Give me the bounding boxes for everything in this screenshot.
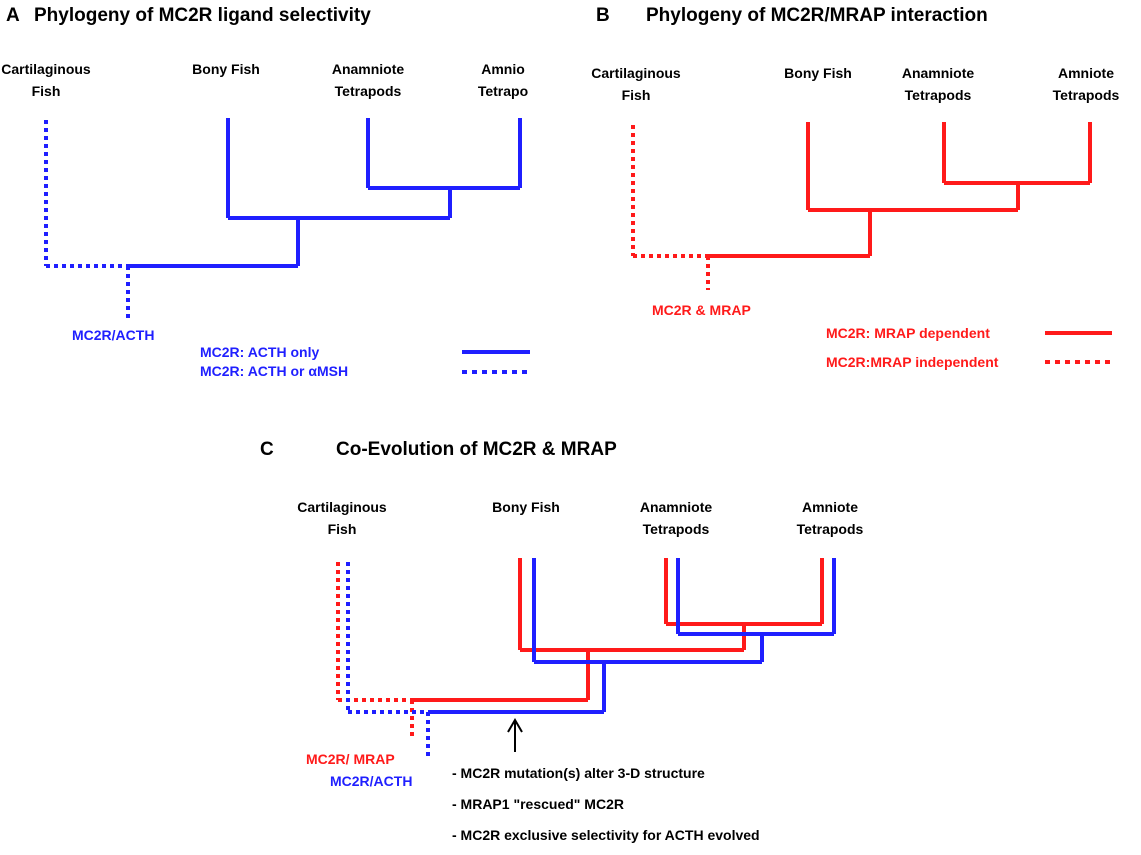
panel-a-legend-dotted-label: MC2R: ACTH or αMSH bbox=[200, 363, 349, 379]
panel-c-taxon-amniote-tetrapods: Amniote Tetrapods bbox=[796, 499, 864, 537]
panel-b-legend-solid-label: MC2R: MRAP dependent bbox=[826, 325, 990, 341]
panel-a-taxon-bony-fish: Bony Fish bbox=[192, 61, 260, 77]
panel-c-root-label-red: MC2R/ MRAP bbox=[306, 751, 395, 767]
panel-b-taxon-amniote-tetrapods: Amniote Tetrapods bbox=[1052, 65, 1120, 103]
panel-a-taxon-cartilaginous-fish: Cartilaginous Fish bbox=[1, 61, 91, 99]
panel-c-taxon-cartilaginous-fish: Cartilaginous Fish bbox=[297, 499, 387, 537]
panel-c-note-3: - MC2R exclusive selectivity for ACTH ev… bbox=[452, 827, 760, 843]
panel-b-letter: B bbox=[596, 5, 610, 26]
panel-b-legend-dotted-label: MC2R:MRAP independent bbox=[826, 354, 999, 370]
panel-a-taxon-amniote-tetrapods: Amnio Tetrapo bbox=[477, 61, 529, 99]
panel-c-tree-red bbox=[336, 558, 824, 740]
panel-b-taxon-cartilaginous-fish: Cartilaginous Fish bbox=[591, 65, 681, 103]
panel-a-legend-solid-label: MC2R: ACTH only bbox=[200, 344, 320, 360]
up-arrow-icon bbox=[507, 718, 523, 752]
panel-c-letter: C bbox=[260, 439, 274, 460]
panel-a-title: Phylogeny of MC2R ligand selectivity bbox=[34, 5, 371, 26]
panel-a-taxon-anamniote-tetrapods: Anamniote Tetrapods bbox=[331, 61, 405, 99]
panel-b-title: Phylogeny of MC2R/MRAP interaction bbox=[646, 5, 988, 26]
panel-a-legend-lines bbox=[462, 350, 530, 374]
panel-b-taxon-bony-fish: Bony Fish bbox=[784, 65, 852, 81]
panel-b-root-label: MC2R & MRAP bbox=[652, 302, 751, 318]
panel-c-note-1: - MC2R mutation(s) alter 3-D structure bbox=[452, 765, 705, 781]
panel-c-root-label-blue: MC2R/ACTH bbox=[330, 773, 413, 789]
panel-c-title: Co-Evolution of MC2R & MRAP bbox=[336, 439, 617, 460]
panel-a-letter: A bbox=[6, 5, 20, 26]
panel-b-tree bbox=[631, 122, 1092, 290]
panel-c-taxon-anamniote-tetrapods: Anamniote Tetrapods bbox=[639, 499, 713, 537]
panel-b-taxon-anamniote-tetrapods: Anamniote Tetrapods bbox=[901, 65, 975, 103]
panel-a-tree bbox=[44, 118, 522, 318]
panel-c-note-2: - MRAP1 "rescued" MC2R bbox=[452, 796, 624, 812]
panel-c-tree-blue bbox=[346, 558, 836, 758]
panel-c-taxon-bony-fish: Bony Fish bbox=[492, 499, 560, 515]
panel-a-root-label: MC2R/ACTH bbox=[72, 327, 155, 343]
panel-b-legend-lines bbox=[1045, 331, 1112, 364]
